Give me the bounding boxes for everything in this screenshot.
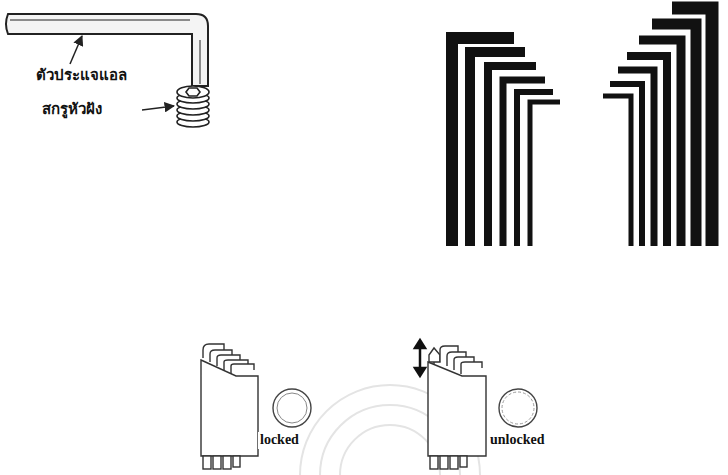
key-holder — [428, 346, 486, 469]
hex-key — [517, 92, 553, 246]
state-label: unlocked — [488, 432, 546, 449]
leader-line — [142, 106, 174, 110]
key-holder — [201, 344, 258, 469]
hex-key — [503, 80, 545, 246]
hex-key — [6, 14, 208, 86]
hex-key — [530, 102, 560, 246]
leader-line — [70, 36, 82, 64]
lock-indicator — [277, 393, 307, 423]
lock-indicator — [502, 392, 534, 424]
lock-indicator — [499, 389, 537, 427]
state-label: locked — [258, 432, 301, 449]
lock-indicator — [273, 389, 311, 427]
hex-key — [603, 96, 631, 246]
up-down-arrow — [415, 340, 425, 376]
set-screw — [177, 86, 209, 127]
hex-key-set — [452, 8, 712, 246]
hex-key — [610, 84, 642, 246]
part-label: ตัวประแจแอล — [34, 66, 129, 84]
part-label: สกรูหัวฝัง — [40, 100, 104, 118]
